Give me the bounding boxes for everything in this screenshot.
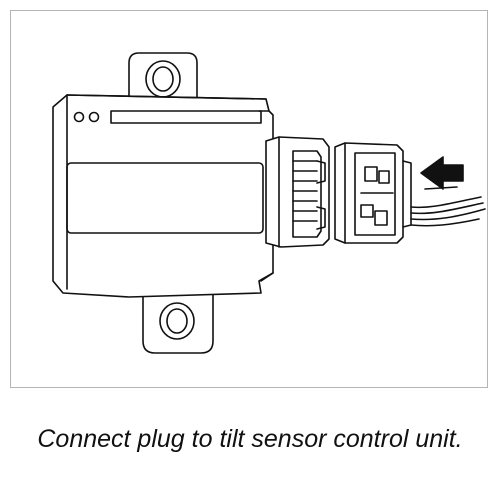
tilt-sensor-illustration <box>52 52 486 354</box>
indicator-dot-2 <box>88 111 100 123</box>
plug <box>334 142 412 244</box>
bottom-mounting-tab <box>142 292 214 354</box>
caption: Connect plug to tilt sensor control unit… <box>37 425 463 453</box>
indicator-dot-1 <box>73 111 85 123</box>
control-unit-body <box>52 94 274 298</box>
wiring-harness <box>410 196 486 227</box>
top-mounting-tab <box>128 52 198 102</box>
push-direction-arrow <box>420 156 464 190</box>
connector-socket <box>265 136 330 248</box>
illustration-frame <box>10 10 488 388</box>
